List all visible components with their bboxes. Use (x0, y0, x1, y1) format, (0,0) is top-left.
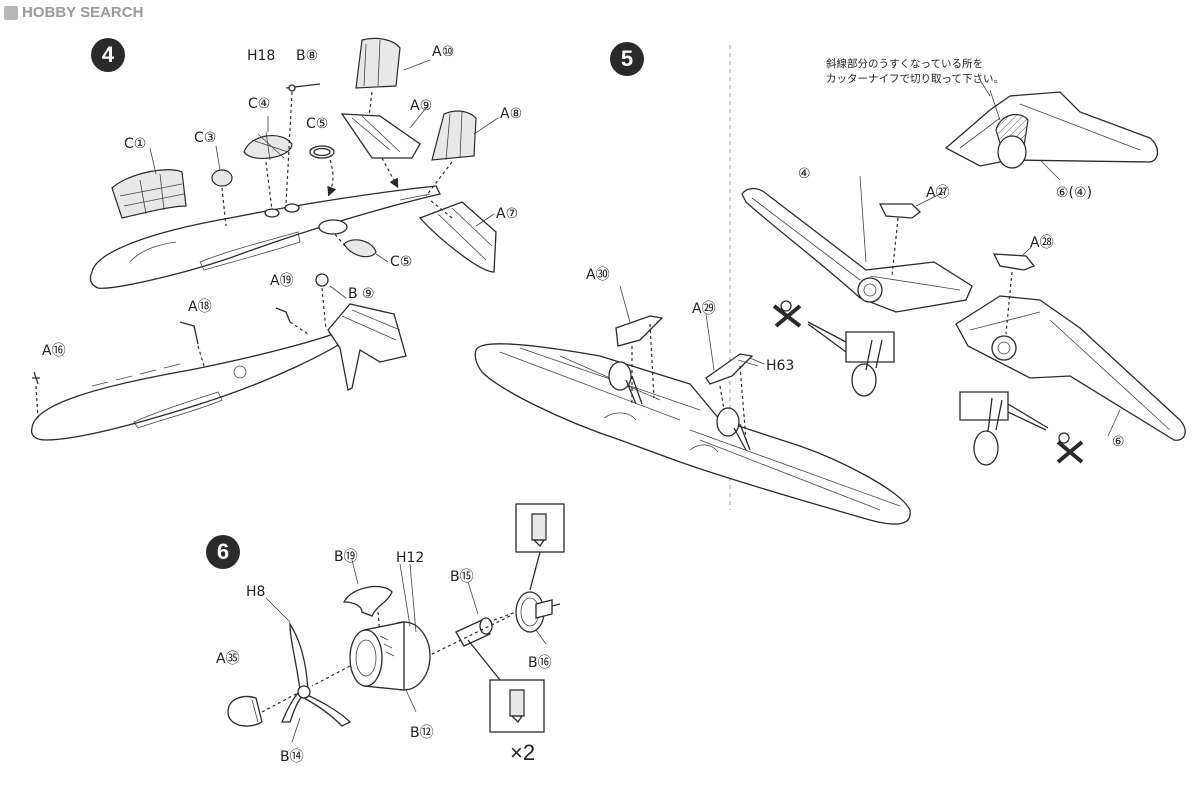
part-b15-shaft (415, 611, 517, 663)
part-c4-dome (243, 131, 293, 211)
part-c3 (211, 169, 233, 227)
label-a16: A⑯ (42, 343, 66, 359)
part-b9 (315, 273, 329, 331)
quantity-multiplier: ×2 (510, 740, 536, 765)
part-c5-lower (332, 231, 377, 258)
label-c4: C④ (248, 96, 271, 112)
label-a28: A㉘ (1030, 235, 1054, 251)
main-wing (474, 343, 911, 525)
label-b15: B⑮ (450, 569, 474, 585)
part-b8-h18 (285, 83, 321, 206)
part-a18 (179, 321, 205, 367)
part-b12-cowling (311, 621, 431, 691)
label-h8: H8 (246, 584, 266, 600)
canopy-part-c1 (111, 169, 187, 219)
cement-tube-top-box (515, 503, 565, 591)
wing-panel-4 (741, 187, 973, 313)
cross-out-left (772, 300, 802, 328)
landing-gear-right (705, 353, 759, 451)
leader-lines (149, 59, 1121, 743)
tail-a10 (355, 37, 401, 129)
label-c5-lower: C⑤ (390, 254, 413, 270)
label-a27: A㉗ (926, 185, 950, 201)
label-b8: B⑧ (296, 48, 319, 64)
label-b9: B ⑨ (348, 286, 375, 302)
label-a35: A㉟ (216, 651, 240, 667)
cross-out-right (1056, 432, 1084, 464)
label-a8: A⑧ (500, 106, 523, 122)
fuselage-upper (89, 185, 441, 289)
label-a29: A㉙ (692, 301, 716, 317)
watermark: HOBBY SEARCH (4, 4, 143, 21)
cutting-instruction-note: 斜線部分のうすくなっている所を カッターナイフで切り取って下さい。 (826, 57, 1004, 87)
label-b19: B⑲ (334, 549, 358, 565)
label-panel-6: ⑥ (1112, 434, 1125, 450)
part-a19 (275, 307, 309, 335)
wing-panel-6 (955, 295, 1186, 441)
label-h18: H18 (247, 48, 276, 64)
stabilizer-a9 (340, 113, 421, 189)
hobby-search-logo-icon (4, 5, 18, 20)
label-b14: B⑭ (280, 749, 304, 765)
step-number-5: 5 (610, 42, 644, 76)
label-h12: H12 (396, 550, 425, 566)
step-number-6: 6 (206, 535, 240, 569)
label-a10: A⑩ (432, 44, 455, 60)
part-a27 (878, 203, 921, 277)
fuselage-lower (30, 303, 407, 441)
label-a18: A⑱ (188, 299, 212, 315)
gear-leg-right (959, 391, 1049, 466)
gear-leg-left (807, 321, 895, 397)
label-b16: B⑯ (528, 655, 552, 671)
part-h8-propeller (281, 621, 352, 727)
part-b16-gear (515, 591, 561, 633)
wing-panel-6-4 (944, 89, 1159, 169)
stabilizer-a7 (418, 199, 497, 273)
part-a35-spinner (227, 693, 297, 727)
label-panel-6-4: ⑥(④) (1056, 185, 1093, 201)
label-a7: A⑦ (496, 206, 519, 222)
label-a19: A⑲ (270, 273, 294, 289)
label-a9: A⑨ (410, 98, 433, 114)
label-panel-4: ④ (798, 166, 811, 182)
tail-a8 (425, 110, 477, 197)
label-h63: H63 (766, 358, 795, 374)
landing-gear-left (608, 315, 664, 405)
part-c5-ring (309, 145, 337, 197)
step-number-4: 4 (91, 38, 125, 72)
label-c5-ring: C⑤ (306, 116, 329, 132)
note-line-1: 斜線部分のうすくなっている所を (826, 58, 983, 70)
note-line-2: カッターナイフで切り取って下さい。 (826, 73, 1004, 85)
label-c3: C③ (194, 130, 217, 146)
label-b12: B⑫ (410, 725, 434, 741)
label-a30: A㉚ (586, 267, 610, 283)
part-a28 (992, 253, 1036, 335)
label-c1: C① (124, 136, 147, 152)
cement-tube-bottom-box (467, 639, 545, 733)
part-a16 (32, 371, 40, 419)
watermark-text: HOBBY SEARCH (22, 4, 144, 21)
